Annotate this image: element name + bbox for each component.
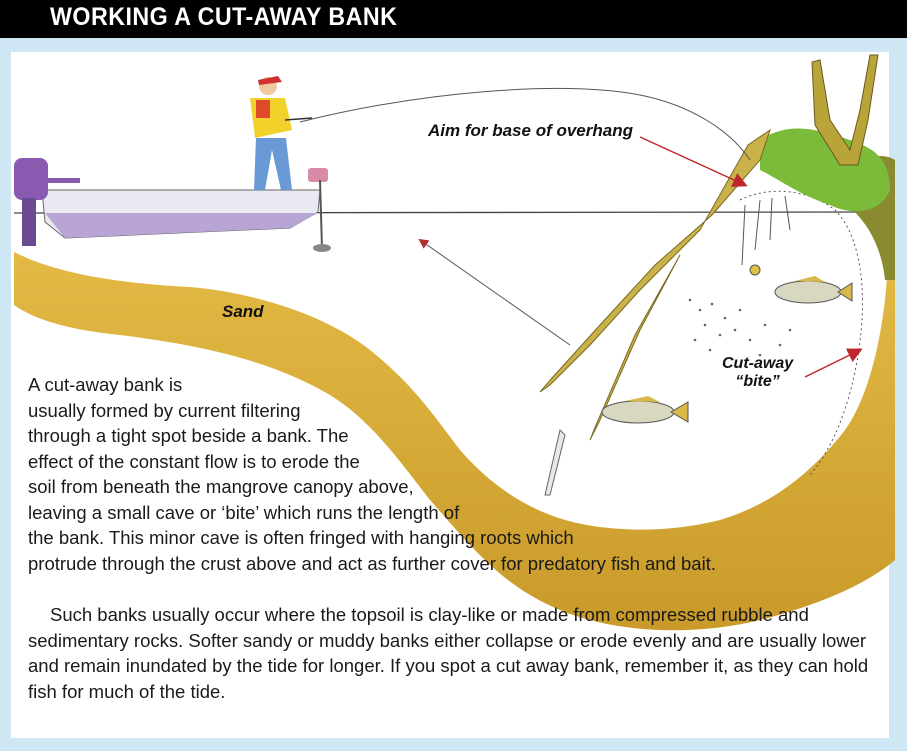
fallen-branch: [539, 128, 771, 393]
page-title: WORKING A CUT-AWAY BANK: [50, 3, 398, 31]
paragraph-1-line: usually formed by current filtering: [28, 399, 301, 421]
title-bar: WORKING A CUT-AWAY BANK: [0, 0, 907, 38]
barramundi-fish-lower: [601, 396, 689, 424]
callout-sand: Sand: [222, 302, 264, 321]
paragraph-1: A cut-away bank is usually formed by cur…: [28, 372, 798, 576]
callout-cutaway-line1: Cut-away: [722, 355, 794, 372]
paragraph-1-line: protrude through the crust above and act…: [28, 552, 716, 574]
retrieve-arrow: [418, 238, 571, 346]
aim-arrow: [639, 136, 748, 187]
angler-figure: [250, 76, 292, 190]
fishing-line: [299, 88, 751, 161]
paragraph-2: Such banks usually occur where the topso…: [28, 604, 869, 702]
callout-aim: Aim for base of overhang: [428, 121, 633, 140]
electric-motor: [308, 168, 331, 252]
branch-small: [589, 254, 681, 441]
paragraph-1-line: soil from beneath the mangrove canopy ab…: [28, 476, 414, 497]
cave-outline: [739, 190, 863, 476]
bait-school: [688, 298, 792, 357]
barramundi-fish-upper: [774, 276, 853, 304]
cutaway-arrow: [804, 348, 863, 378]
outboard-motor-icon: [14, 158, 80, 246]
rod: [284, 117, 313, 121]
callout-cutaway-line2: “bite”: [735, 373, 780, 390]
boat-hull-underwater: [45, 213, 318, 238]
paragraph-1-line: through a tight spot beside a bank. The: [28, 425, 349, 446]
tree-trunk-right: [811, 54, 879, 166]
lure: [749, 264, 761, 276]
paragraph-1-line: the bank. This minor cave is often fring…: [28, 527, 574, 548]
branch-root: [544, 429, 566, 496]
paragraph-1-line: leaving a small cave or ‘bite’ which run…: [28, 501, 460, 523]
sand-bank: [14, 180, 895, 631]
paragraph-1-line: effect of the constant flow is to erode …: [28, 450, 360, 472]
hanging-roots: [741, 195, 791, 266]
callout-cutaway: Cut-away “bite”: [722, 355, 793, 391]
paragraph-1-line: A cut-away bank is: [28, 374, 183, 395]
